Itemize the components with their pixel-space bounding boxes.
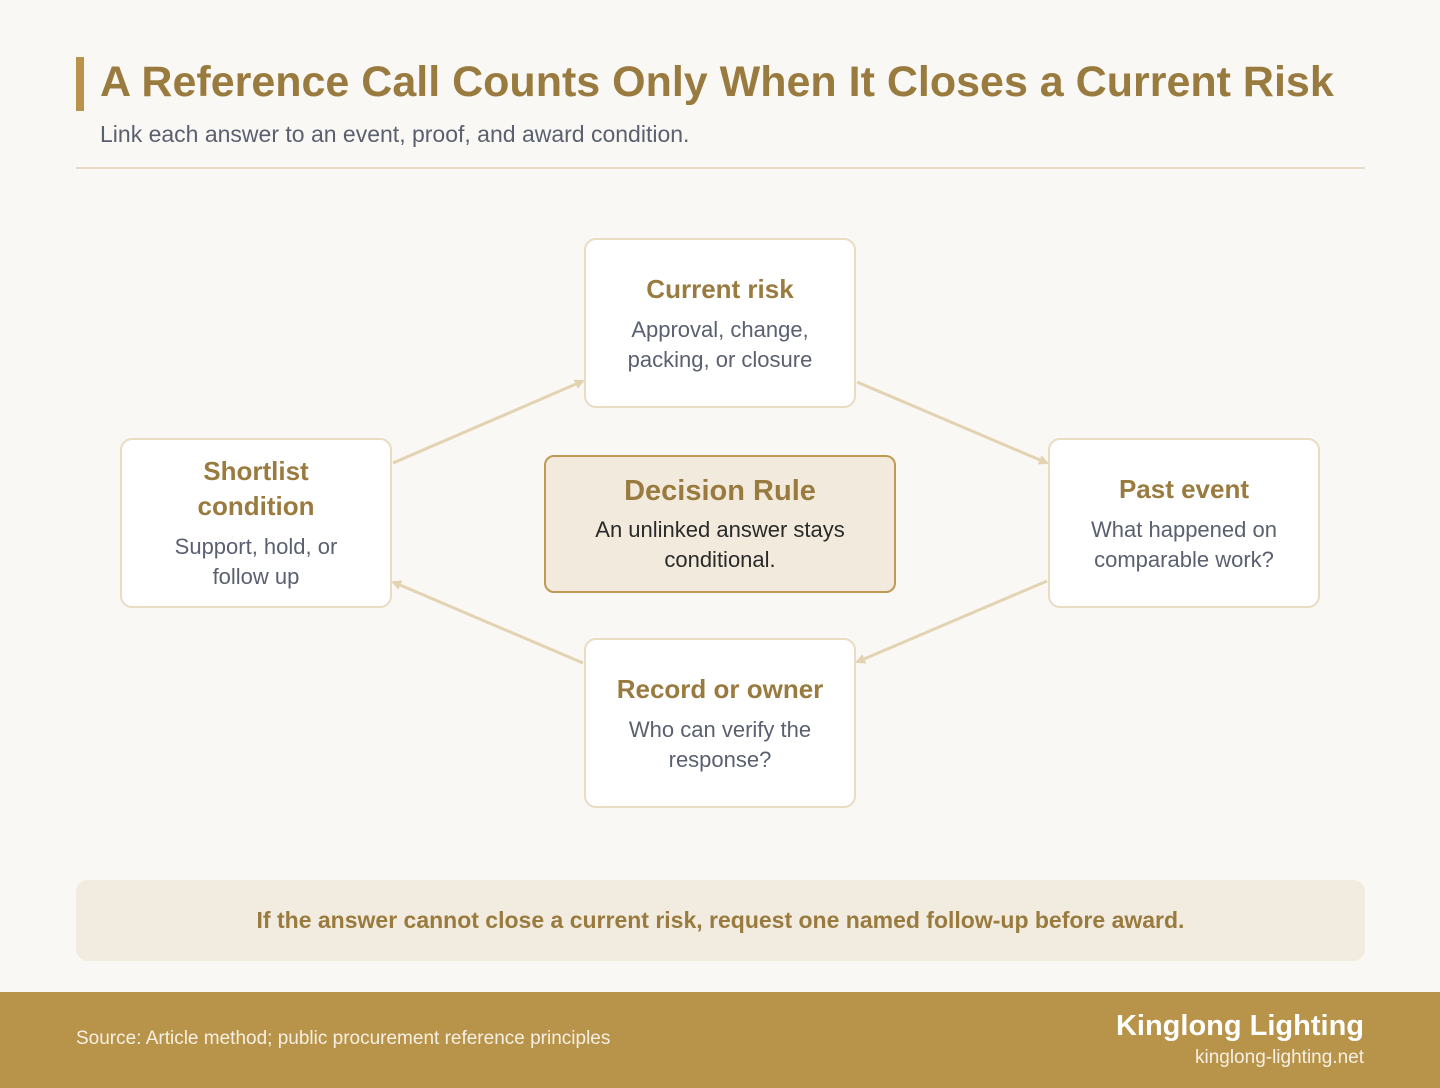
arrow-event-to-record	[855, 579, 1048, 664]
node-desc-line: Who can verify the	[628, 716, 812, 742]
brand-name: Kinglong Lighting	[1115, 1010, 1364, 1042]
page-subtitle: Link each answer to an event, proof, and…	[100, 121, 690, 147]
node-title: Shortlist condition	[198, 454, 315, 524]
callout-box: If the answer cannot close a current ris…	[76, 880, 1365, 961]
page-title: A Reference Call Counts Only When It Clo…	[100, 58, 1334, 106]
node-desc-line: Support, hold, or	[174, 534, 338, 559]
decision-rule-line: An unlinked answer stays	[595, 517, 845, 542]
node-current-risk: Current risk Approval, change, packing, …	[584, 238, 856, 408]
arrow-record-to-shortlist	[391, 580, 584, 665]
node-description: Support, hold, or follow up	[175, 532, 338, 592]
node-desc-line: packing, or closure	[627, 346, 813, 372]
node-description: What happened on comparable work?	[1091, 515, 1277, 575]
footer-band	[0, 992, 1440, 1088]
callout-text: If the answer cannot close a current ris…	[256, 907, 1185, 933]
node-title: Record or owner	[616, 673, 824, 704]
decision-rule-box: Decision Rule An unlinked answer stays c…	[544, 455, 896, 593]
source-note: Source: Article method; public procureme…	[76, 1028, 611, 1049]
header-divider	[76, 167, 1365, 169]
arrow-risk-to-event	[856, 380, 1049, 465]
node-title: Current risk	[646, 273, 794, 304]
brand-website: kinglong-lighting.net	[1194, 1047, 1364, 1068]
node-past-event: Past event What happened on comparable w…	[1048, 438, 1320, 608]
node-record-or-owner: Record or owner Who can verify the respo…	[584, 638, 856, 808]
decision-rule-title: Decision Rule	[624, 475, 816, 507]
node-desc-line: response?	[668, 746, 772, 772]
decision-rule-text: An unlinked answer stays conditional.	[595, 515, 844, 575]
title-accent-bar	[76, 57, 84, 111]
node-title-line: Shortlist	[203, 456, 309, 486]
node-desc-line: follow up	[212, 564, 300, 589]
decision-rule-line: conditional.	[664, 547, 776, 572]
node-desc-line: Approval, change,	[631, 316, 809, 342]
node-title: Past event	[1118, 473, 1250, 504]
node-description: Who can verify the response?	[629, 715, 811, 775]
node-desc-line: comparable work?	[1094, 546, 1274, 572]
node-title-line: condition	[197, 491, 315, 521]
arrow-shortlist-to-risk	[392, 379, 585, 465]
node-description: Approval, change, packing, or closure	[628, 315, 813, 375]
node-shortlist-condition: Shortlist condition Support, hold, or fo…	[120, 438, 392, 608]
node-desc-line: What happened on	[1091, 516, 1277, 542]
